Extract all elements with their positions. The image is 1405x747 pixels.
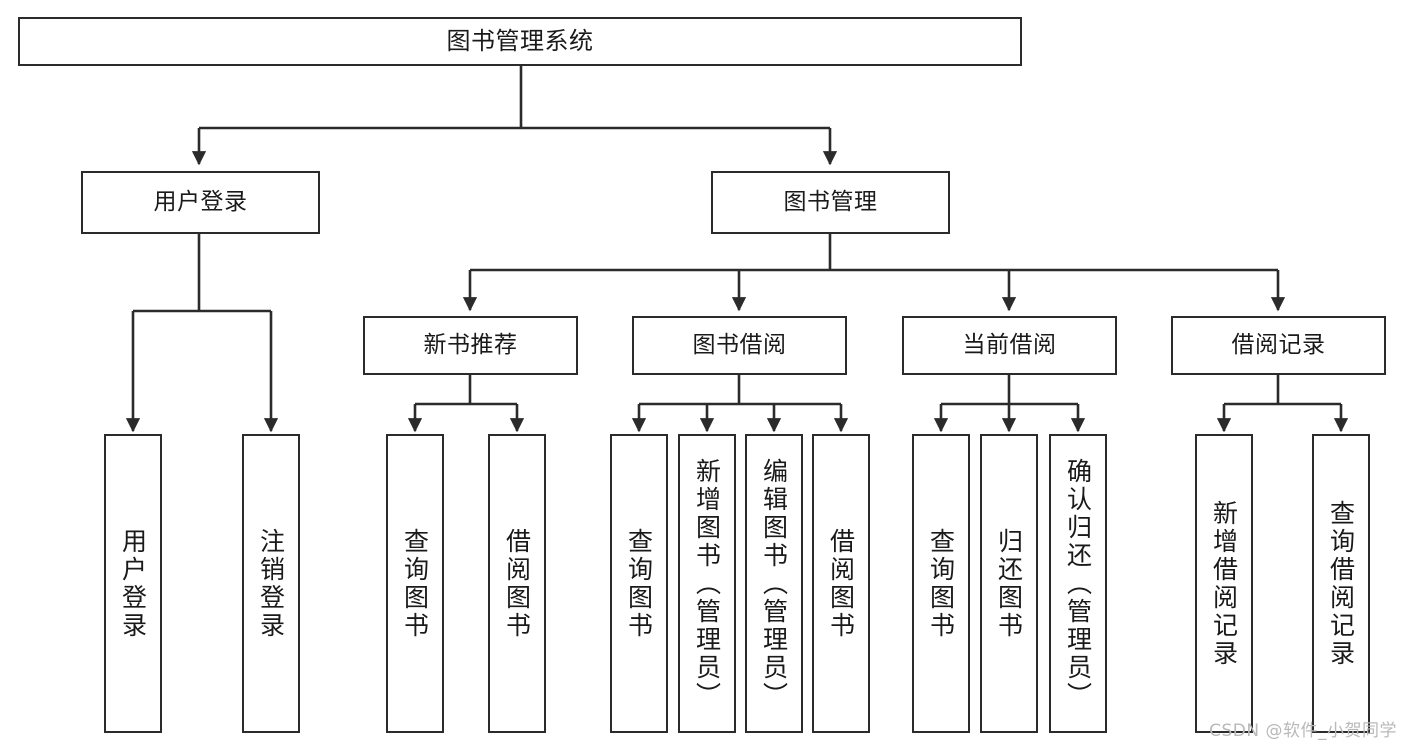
leaf-user-login[interactable]: 用户登录 — [104, 434, 162, 733]
node-label: 图书借阅 — [692, 331, 787, 358]
leaf-borrow-book-new-recommend[interactable]: 借阅图书 — [488, 434, 546, 733]
node-borrowing-records[interactable]: 借阅记录 — [1171, 316, 1386, 375]
node-label: 归还图书 — [994, 527, 1024, 640]
leaf-query-borrow-record[interactable]: 查询借阅记录 — [1312, 434, 1370, 733]
node-label: 用户登录 — [118, 527, 148, 640]
leaf-query-book-current[interactable]: 查询图书 — [912, 434, 970, 733]
node-label: 借阅记录 — [1231, 331, 1326, 358]
node-user-login[interactable]: 用户登录 — [81, 171, 320, 234]
node-label: 注销登录 — [256, 527, 286, 640]
node-label: 图书管理系统 — [446, 27, 594, 56]
node-label: 用户登录 — [153, 188, 248, 215]
node-new-book-recommendation[interactable]: 新书推荐 — [363, 316, 578, 375]
node-label: 查询借阅记录 — [1326, 499, 1356, 668]
leaf-edit-book-admin[interactable]: 编辑图书（管理员） — [745, 434, 803, 733]
leaf-query-book-borrow[interactable]: 查询图书 — [610, 434, 668, 733]
node-label: 查询图书 — [400, 527, 430, 640]
leaf-add-borrow-record[interactable]: 新增借阅记录 — [1195, 434, 1253, 733]
node-label: 借阅图书 — [826, 527, 856, 640]
leaf-borrow-book[interactable]: 借阅图书 — [812, 434, 870, 733]
node-label: 编辑图书（管理员） — [759, 457, 789, 710]
node-label: 新增借阅记录 — [1209, 499, 1239, 668]
node-root-book-management-system[interactable]: 图书管理系统 — [18, 17, 1022, 66]
leaf-confirm-return-admin[interactable]: 确认归还（管理员） — [1049, 434, 1107, 733]
node-label: 新书推荐 — [423, 331, 518, 358]
node-label: 新增图书（管理员） — [692, 457, 722, 710]
node-book-management[interactable]: 图书管理 — [711, 171, 950, 234]
node-current-borrowing[interactable]: 当前借阅 — [902, 316, 1117, 375]
csdn-watermark: CSDN @软件_小贺同学 — [1209, 721, 1397, 741]
leaf-add-book-admin[interactable]: 新增图书（管理员） — [678, 434, 736, 733]
node-label: 图书管理 — [783, 188, 878, 215]
leaf-return-book[interactable]: 归还图书 — [980, 434, 1038, 733]
node-label: 查询图书 — [624, 527, 654, 640]
node-label: 当前借阅 — [962, 331, 1057, 358]
leaf-logout[interactable]: 注销登录 — [242, 434, 300, 733]
leaf-query-book-new-recommend[interactable]: 查询图书 — [386, 434, 444, 733]
node-label: 确认归还（管理员） — [1063, 457, 1093, 710]
node-label: 查询图书 — [926, 527, 956, 640]
node-label: 借阅图书 — [502, 527, 532, 640]
node-book-borrowing[interactable]: 图书借阅 — [632, 316, 847, 375]
